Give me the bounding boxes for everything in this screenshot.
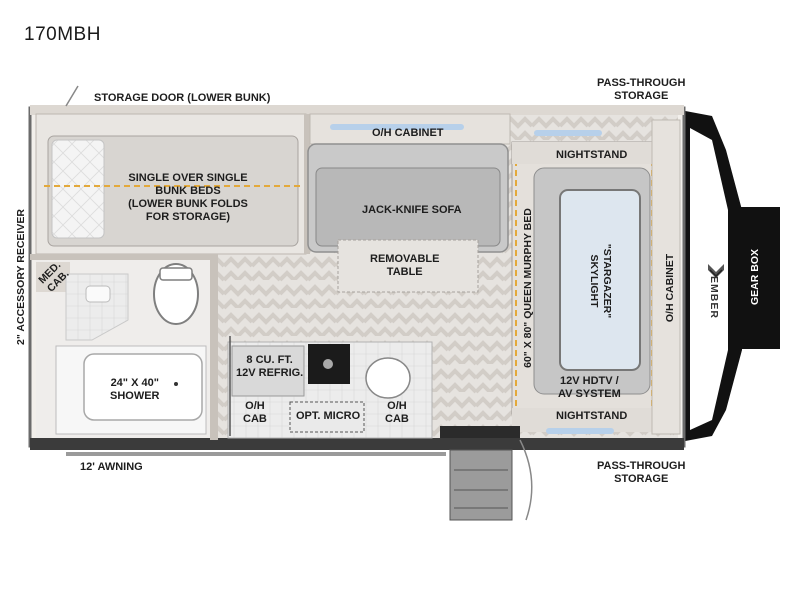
gear-box (731, 207, 780, 349)
entry-door (440, 426, 520, 438)
oh-cabinet-right-label: O/H CABINET (664, 253, 676, 323)
bunk-beds-label: SINGLE OVER SINGLE BUNK BEDS (LOWER BUNK… (128, 172, 248, 223)
storage-door-label: STORAGE DOOR (LOWER BUNK) (94, 92, 271, 104)
refrigerator-label: 8 CU. FT. 12V REFRIG. (236, 354, 304, 379)
murphy-bed-label: 60" X 80" QUEEN MURPHY BED (522, 208, 534, 368)
accessory-receiver-label: 2" ACCESSORY RECEIVER (15, 209, 27, 345)
hdtv-label: 12V HDTV / AV SYSTEM (558, 375, 621, 400)
refrigerator (231, 345, 305, 397)
nightstand-top-label: NIGHTSTAND (556, 149, 628, 161)
galley-sink (365, 357, 411, 399)
pass-through-storage-bottom-label: PASS-THROUGH STORAGE (597, 460, 686, 485)
ember-logo (708, 264, 724, 278)
awning-label: 12' AWNING (80, 461, 143, 473)
oh-cab-left-label: O/H CAB (243, 400, 267, 425)
awning-line (66, 452, 446, 456)
oh-cabinet-top-label: O/H CABINET (372, 127, 444, 139)
model-title: 170MBH (24, 24, 101, 45)
table-label: REMOVABLE TABLE (370, 253, 440, 278)
pass-through-storage-top-label: PASS-THROUGH STORAGE (597, 77, 686, 102)
sofa-label: JACK-KNIFE SOFA (362, 204, 462, 216)
stargazer-skylight (559, 189, 641, 371)
storage-door-swing (65, 85, 79, 107)
bunk-mattress (47, 135, 299, 247)
removable-table (337, 239, 479, 293)
shower-label: 24" X 40" SHOWER (110, 377, 160, 402)
nightstand-bottom-label: NIGHTSTAND (556, 410, 628, 422)
optional-microwave (289, 401, 365, 433)
nightstand-top (512, 142, 652, 164)
entry-steps (449, 449, 513, 521)
door-swing (519, 439, 533, 521)
opt-micro-label: OPT. MICRO (296, 410, 361, 422)
bath-sink (65, 273, 129, 341)
medicine-cabinet (36, 262, 70, 292)
brand-label: EMBER (708, 276, 720, 319)
gear-box-label: GEAR BOX (749, 249, 761, 306)
skylight-label: "STARGAZER" SKYLIGHT (588, 243, 613, 319)
oh-cab-right-label: O/H CAB (385, 400, 409, 425)
oh-cabinet-right (651, 119, 681, 435)
